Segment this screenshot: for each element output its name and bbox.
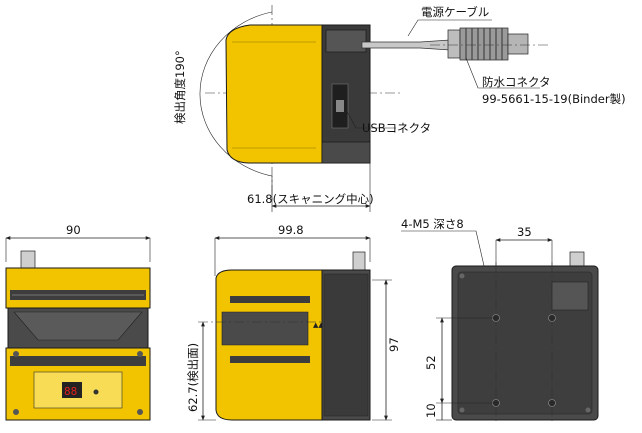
mounting-hole-br (548, 399, 556, 407)
connector-nut (447, 29, 461, 59)
power-cable-leader (407, 19, 492, 37)
rear-screw-bl (459, 407, 465, 413)
detection-plane-label: 62.7(検出面) (186, 343, 200, 412)
side-dark-inner (323, 273, 369, 417)
top-view: 電源ケーブル 防水コネクタ 99-5661-15-19(Binder製) USB… (173, 5, 626, 212)
front-screw-br (137, 409, 143, 415)
front-7seg-display (62, 382, 82, 398)
side-marking: ▲▲ (313, 321, 324, 329)
connector-knurl (465, 28, 503, 60)
seven-segment-digits: 88 (64, 385, 77, 398)
rear-offset-value: 10 (424, 403, 438, 418)
side-height-value: 97 (387, 337, 401, 352)
waterproof-connector-label: 防水コネクタ (482, 75, 551, 89)
connector-part-label: 99-5661-15-19(Binder製) (482, 92, 626, 106)
front-width-value: 90 (66, 223, 81, 237)
side-scan-window (221, 311, 309, 346)
detection-angle-arc (199, 11, 273, 177)
front-lower-band (10, 356, 146, 366)
rear-pitch-x-value: 35 (517, 225, 532, 239)
top-cable-gland (325, 29, 367, 53)
front-screw-tr (137, 351, 143, 357)
usb-leader (343, 105, 396, 129)
top-bottom-block (321, 141, 371, 164)
connector-tip (507, 33, 529, 55)
usb-port (336, 100, 344, 112)
side-depth-value: 99.8 (278, 223, 304, 237)
connector-leader (465, 57, 540, 89)
power-cable-label: 電源ケーブル (421, 5, 489, 19)
top-yellow-housing (225, 24, 323, 164)
front-top-yellow (5, 267, 151, 309)
front-window-inner (13, 311, 143, 341)
rear-view: 4-M5 深さ8 35 52 10 (401, 217, 599, 424)
side-vent-bottom (230, 356, 310, 363)
side-view: 99.8 ▲▲ 97 62.7(検出面) (186, 223, 401, 421)
front-screw-tl (13, 351, 19, 357)
rear-pitch-y-value: 52 (424, 355, 438, 370)
detection-angle-label: 検出角度190° (173, 50, 187, 124)
top-housing-edge (232, 41, 316, 149)
front-screw-bl (13, 409, 19, 415)
holes-label: 4-M5 深さ8 (401, 217, 464, 231)
usb-connector-label: USBコネクタ (362, 121, 431, 135)
mounting-hole-tr (548, 314, 556, 322)
status-led (93, 389, 99, 395)
scan-center-label: 61.8(スキャニング中心) (247, 192, 374, 206)
rear-screw-tl (459, 273, 465, 279)
front-view: 90 88 (5, 223, 151, 421)
rear-screw-br (585, 407, 591, 413)
side-vent-top (230, 296, 310, 303)
rear-gland-block (551, 281, 589, 311)
